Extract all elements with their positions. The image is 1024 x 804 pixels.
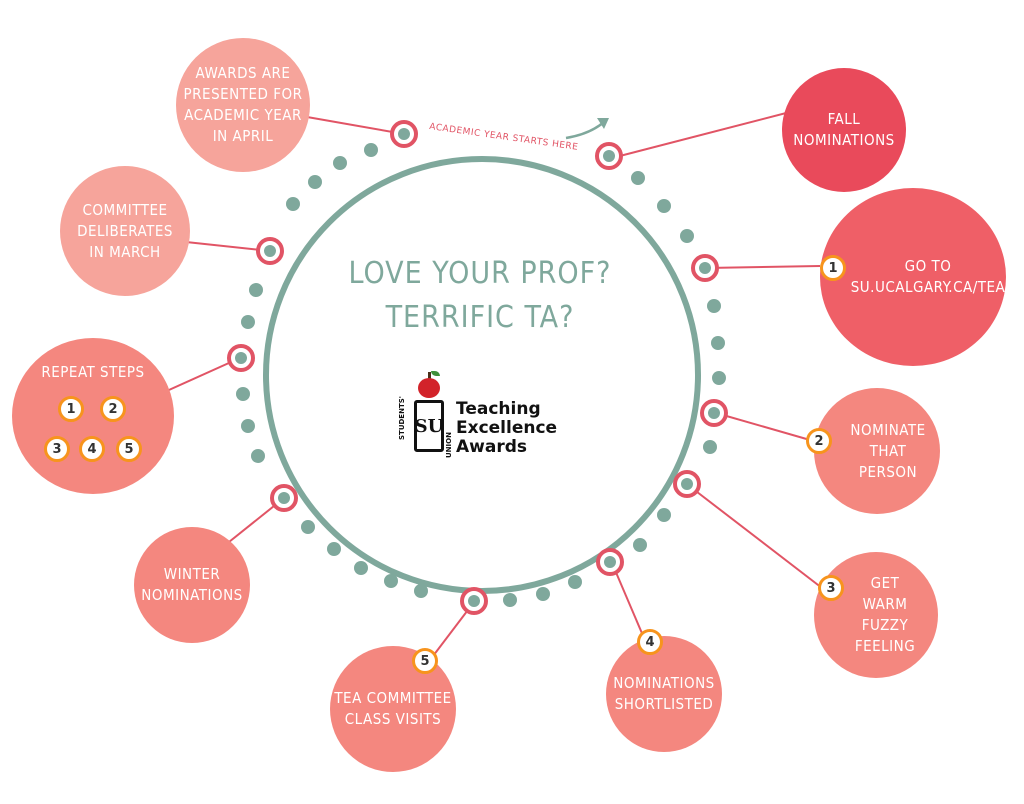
bubble-winter-text: WINTER NOMINATIONS — [141, 565, 243, 604]
dotted-ring — [236, 143, 726, 607]
apple-icon — [418, 378, 440, 398]
line-awards — [289, 113, 405, 135]
line-shortlisted — [611, 562, 645, 639]
repeat-step-2: 2 — [100, 396, 126, 422]
su-logo-text: SU — [414, 415, 444, 437]
bubble-repeat-text: REPEAT STEPS — [41, 363, 145, 381]
bubble-repeat-steps: REPEAT STEPS — [12, 338, 174, 494]
bubble-nominate: NOMINATE THAT PERSON — [814, 388, 940, 514]
center-title-line1: LOVE YOUR PROF? — [348, 256, 612, 291]
start-arrowhead — [597, 118, 609, 129]
tea-logo-text: Teaching Excellence Awards — [456, 400, 557, 457]
logo-line3: Awards — [456, 437, 528, 457]
step-badge-1: 1 — [820, 255, 846, 281]
step-badge-5: 5 — [412, 648, 438, 674]
line-nominate — [715, 412, 811, 441]
line-goto — [705, 265, 821, 269]
step-badge-3: 3 — [818, 575, 844, 601]
step-badge-4: 4 — [637, 629, 663, 655]
bubble-warm-fuzzy: GET WARM FUZZY FEELING — [814, 552, 938, 678]
line-committee — [185, 241, 271, 252]
start-arrow — [565, 121, 605, 140]
bubble-goto-text: GO TO SU.UCALGARY.CA/TEA — [850, 257, 1006, 296]
connector-lines — [159, 111, 823, 661]
apple-leaf — [431, 371, 440, 376]
bubble-fall-nominations: FALL NOMINATIONS — [782, 68, 906, 192]
bubble-nominate-text: NOMINATE THAT PERSON — [850, 420, 926, 481]
center-title: LOVE YOUR PROF? TERRIFIC TA? — [330, 252, 630, 340]
bubble-committee-text: COMMITTEE DELIBERATES IN MARCH — [77, 200, 173, 261]
main-ring — [263, 156, 701, 594]
logo-students: STUDENTS' — [398, 396, 406, 440]
su-logo: SU — [414, 400, 444, 452]
bubble-fall-text: FALL NOMINATIONS — [793, 110, 895, 149]
bubble-shortlisted-text: NOMINATIONS SHORTLISTED — [613, 674, 715, 713]
repeat-step-1: 1 — [58, 396, 84, 422]
bubble-visits-text: TEA COMMITTEE CLASS VISITS — [334, 689, 452, 728]
bubble-committee: COMMITTEE DELIBERATES IN MARCH — [60, 166, 190, 296]
logo-line2: Excellence — [456, 418, 558, 438]
logo-line1: Teaching — [456, 399, 541, 419]
line-fall — [611, 111, 791, 159]
line-warm — [687, 484, 823, 589]
bubble-shortlisted: NOMINATIONS SHORTLISTED — [606, 636, 722, 752]
repeat-step-3: 3 — [44, 436, 70, 462]
apple-stem — [428, 372, 431, 380]
repeat-step-4: 4 — [79, 436, 105, 462]
step-badge-2: 2 — [806, 428, 832, 454]
bubble-warm-text: GET WARM FUZZY FEELING — [854, 574, 916, 655]
bubble-awards-text: AWARDS ARE PRESENTED FOR ACADEMIC YEAR I… — [183, 64, 303, 145]
node-marker-centers — [235, 128, 720, 607]
bubble-go-to: GO TO SU.UCALGARY.CA/TEA — [820, 188, 1006, 366]
line-repeat — [159, 357, 241, 395]
bubble-winter-nominations: WINTER NOMINATIONS — [134, 527, 250, 643]
bubble-awards: AWARDS ARE PRESENTED FOR ACADEMIC YEAR I… — [176, 38, 310, 172]
logo-union: UNION — [445, 432, 453, 458]
node-markers — [227, 120, 728, 615]
center-title-line2: TERRIFIC TA? — [385, 300, 575, 335]
repeat-step-5: 5 — [116, 436, 142, 462]
